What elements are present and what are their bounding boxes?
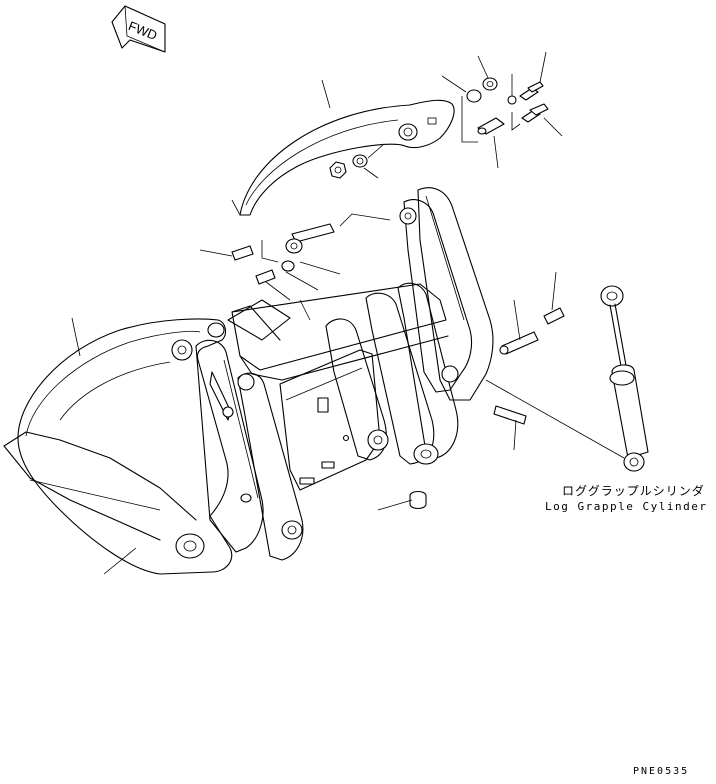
main-mount-frame <box>279 349 381 491</box>
fwd-label: FWD <box>126 18 159 43</box>
center-pin <box>409 307 565 510</box>
lower-grapple-arm <box>3 318 233 575</box>
rear-frame-plates <box>399 187 494 401</box>
drawing-code: PNE0535 <box>633 766 690 777</box>
mid-pin-assembly <box>231 213 391 285</box>
center-plates <box>325 282 459 465</box>
front-link-plates <box>195 339 304 561</box>
arm-bushing <box>352 154 368 168</box>
fwd-arrow-icon: FWD <box>111 5 166 53</box>
leader-lines <box>71 51 563 575</box>
cylinder-label-jp: ロググラップルシリンダ <box>562 484 705 498</box>
upper-hardware <box>461 77 549 143</box>
arm-nut <box>329 161 347 179</box>
upper-grapple-arm <box>231 99 455 216</box>
log-grapple-cylinder <box>485 285 649 472</box>
cylinder-label-en: Log Grapple Cylinder <box>545 500 708 513</box>
